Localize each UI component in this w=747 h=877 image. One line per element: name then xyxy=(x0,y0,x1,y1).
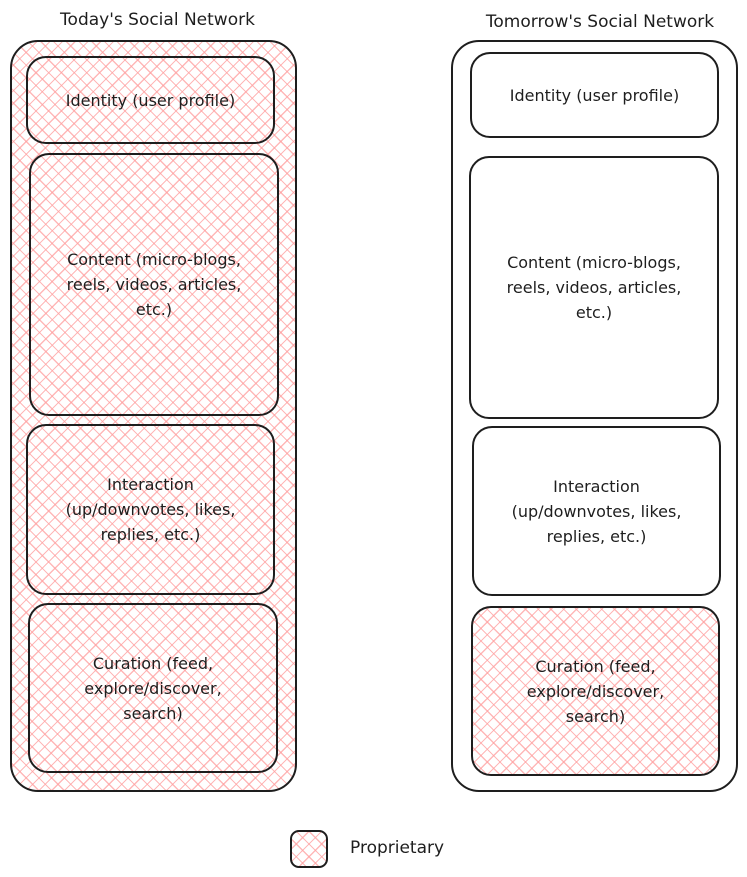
today-curation-label: Curation (feed, explore/discover, search… xyxy=(84,653,222,723)
today-content-layer: Content (micro-blogs, reels, videos, art… xyxy=(29,153,279,416)
today-content-label: Content (micro-blogs, reels, videos, art… xyxy=(66,250,242,319)
tomorrow-interaction-layer: Interaction (up/downvotes, likes, replie… xyxy=(472,426,721,596)
tomorrow-column-title: Tomorrow's Social Network xyxy=(485,12,715,32)
today-interaction-label: Interaction (up/downvotes, likes, replie… xyxy=(65,475,236,544)
today-column-title: Today's Social Network xyxy=(60,10,255,30)
legend-proprietary-label: Proprietary xyxy=(350,838,445,858)
tomorrow-identity-label: Identity (user profile) xyxy=(509,85,680,105)
today-curation-layer: Curation (feed, explore/discover, search… xyxy=(28,603,278,773)
today-identity-label: Identity (user profile) xyxy=(65,90,236,110)
legend-proprietary-swatch xyxy=(290,830,328,868)
tomorrow-curation-label: Curation (feed, explore/discover, search… xyxy=(526,656,665,726)
tomorrow-identity-layer: Identity (user profile) xyxy=(470,52,719,138)
today-interaction-layer: Interaction (up/downvotes, likes, replie… xyxy=(26,424,275,595)
tomorrow-content-label: Content (micro-blogs, reels, videos, art… xyxy=(506,253,682,322)
tomorrow-content-layer: Content (micro-blogs, reels, videos, art… xyxy=(469,156,719,419)
tomorrow-interaction-label: Interaction (up/downvotes, likes, replie… xyxy=(511,476,682,546)
today-identity-layer: Identity (user profile) xyxy=(26,56,275,144)
tomorrow-curation-layer: Curation (feed, explore/discover, search… xyxy=(471,606,720,776)
